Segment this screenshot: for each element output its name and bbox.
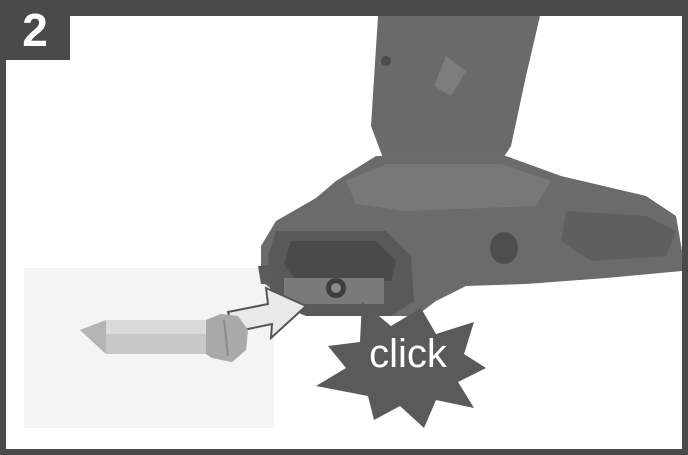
illustration bbox=[24, 16, 682, 428]
click-starburst-icon bbox=[316, 302, 486, 428]
bottom-border bbox=[0, 449, 688, 455]
step-number-badge: 2 bbox=[0, 0, 70, 60]
left-border bbox=[0, 0, 6, 455]
drill-driver-base-illustration bbox=[258, 16, 682, 316]
right-border bbox=[682, 0, 688, 455]
top-border bbox=[0, 0, 688, 16]
click-callout-text: click bbox=[369, 332, 447, 376]
screwdriver-bit-illustration bbox=[80, 314, 248, 362]
